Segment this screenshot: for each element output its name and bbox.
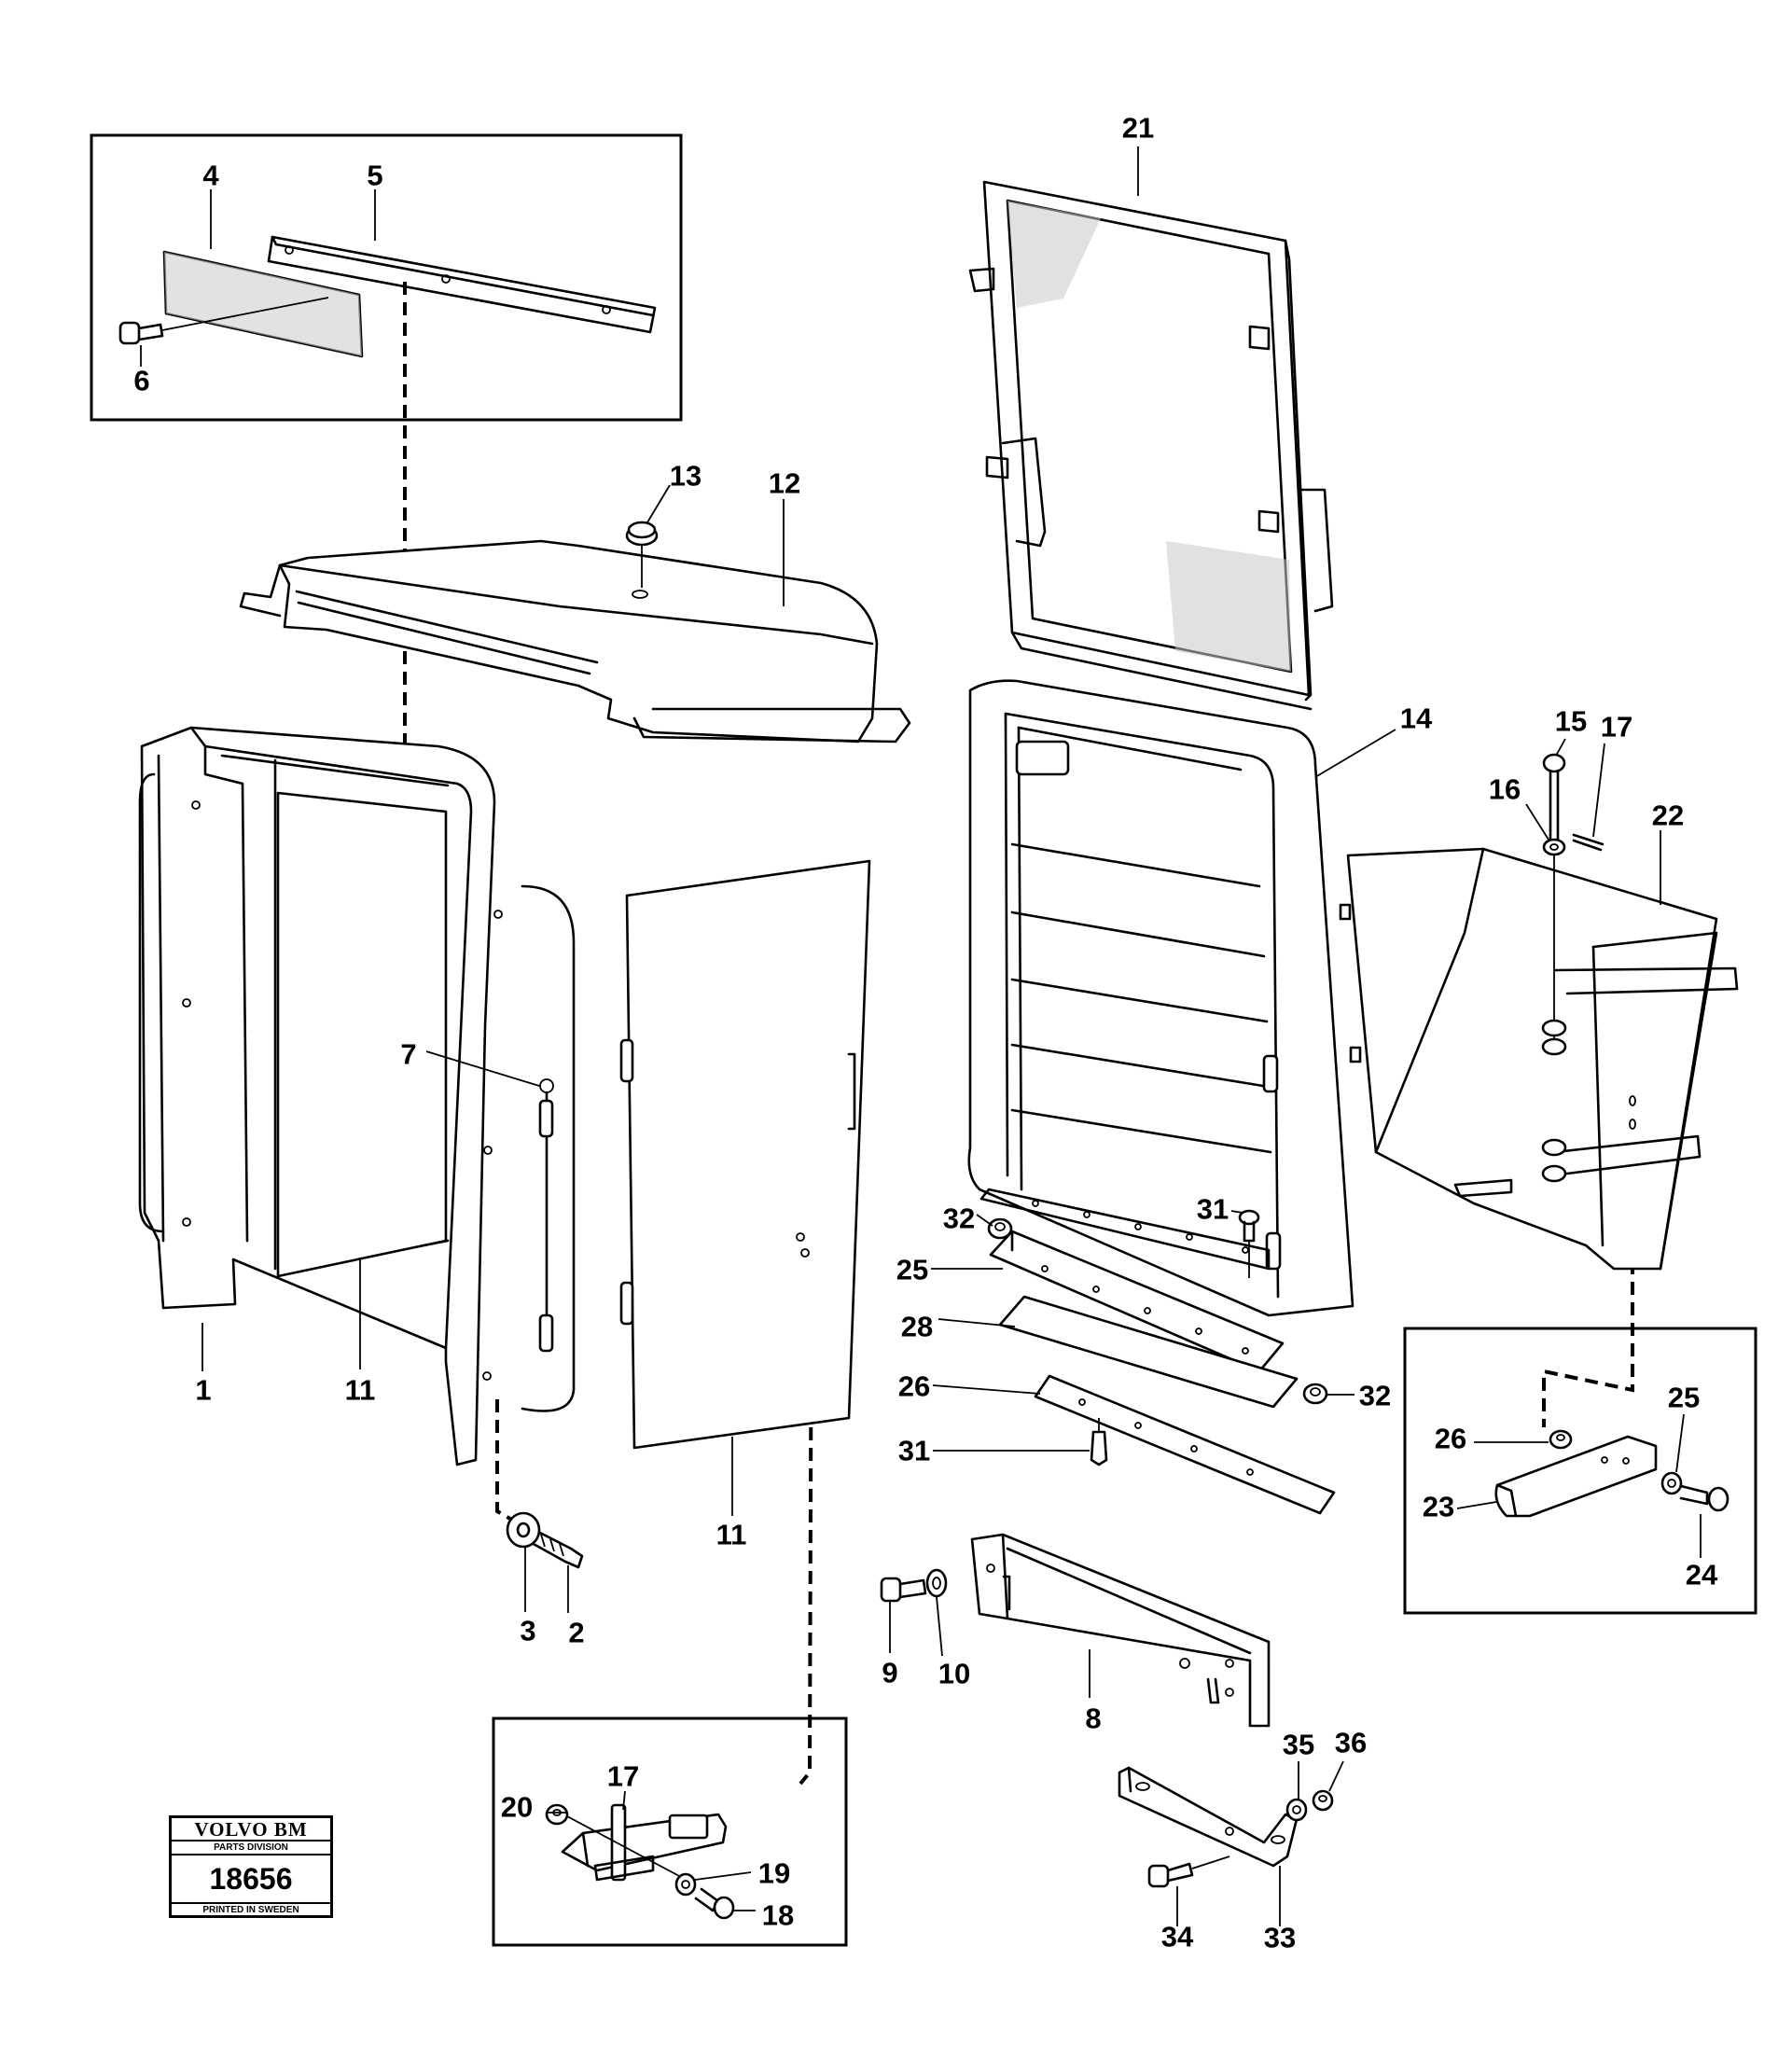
callout-3: 3 xyxy=(520,1614,536,1647)
callout-19: 18 xyxy=(761,1898,795,1932)
callout-6: 6 xyxy=(133,364,150,397)
callout-12: 12 xyxy=(768,466,801,500)
clip-part-24 xyxy=(1494,1435,1658,1518)
nut-part-36 xyxy=(1312,1789,1334,1812)
callout-31-bottom: 31 xyxy=(897,1434,931,1467)
stamp-division: PARTS DIVISION xyxy=(172,1840,330,1855)
cotter-pin-part-17 xyxy=(1572,833,1604,852)
callout-32-left: 32 xyxy=(942,1202,976,1235)
bolt-part-31-bottom xyxy=(1090,1418,1108,1466)
bolt-part-34 xyxy=(1147,1855,1230,1888)
volvo-bm-stamp: VOLVO BM PARTS DIVISION 18656 PRINTED IN… xyxy=(169,1815,333,1918)
hinge-washers xyxy=(1541,1019,1636,1183)
stamp-brand: VOLVO BM xyxy=(194,1818,308,1841)
seal-strip-part-30 xyxy=(998,1295,1299,1409)
plate-part-4 xyxy=(162,250,364,358)
grommet-part-13 xyxy=(625,521,659,588)
callout-7: 7 xyxy=(400,1037,417,1071)
callout-5: 5 xyxy=(367,159,383,192)
bolt-part-6 xyxy=(118,297,329,345)
stamp-printed: PRINTED IN SWEDEN xyxy=(172,1902,330,1917)
bolt-part-9 xyxy=(880,1577,927,1603)
callout-25: 24 xyxy=(1685,1558,1718,1591)
callout-23: 22 xyxy=(1651,799,1685,832)
callout-21: 20 xyxy=(500,1790,534,1824)
bolt-part-19 xyxy=(694,1887,735,1920)
callout-15: 15 xyxy=(1554,704,1588,738)
detail-box-top-left xyxy=(90,133,683,422)
bolt-part-25 xyxy=(1679,1484,1729,1512)
detail-box-right xyxy=(1403,1327,1757,1615)
callout-9: 9 xyxy=(882,1656,898,1689)
washer-part-35 xyxy=(1285,1798,1308,1822)
grille-part-14 xyxy=(967,679,1354,1317)
washer-part-16 xyxy=(1542,838,1566,856)
washer-part-26 xyxy=(1660,1471,1683,1495)
callout-11-right: 11 xyxy=(715,1518,747,1551)
stamp-number: 18656 xyxy=(209,1862,293,1896)
callout-32-right: 32 xyxy=(1358,1379,1392,1412)
callout-17: 17 xyxy=(1600,710,1633,744)
bracket-part-33 xyxy=(1118,1766,1299,1868)
washer-part-10 xyxy=(925,1568,948,1598)
bolt-part-31-top xyxy=(1238,1209,1260,1278)
callout-10: 10 xyxy=(938,1657,971,1690)
callout-13: 13 xyxy=(669,459,702,493)
nut-part-27 xyxy=(1549,1429,1573,1450)
callout-16: 16 xyxy=(1488,772,1521,806)
callout-36: 36 xyxy=(1334,1726,1368,1759)
callout-26: 25 xyxy=(1667,1381,1701,1414)
callout-30: 28 xyxy=(900,1310,934,1343)
nut-part-32-left xyxy=(987,1217,1013,1240)
leader-lines xyxy=(140,146,1702,1926)
callout-33: 33 xyxy=(1263,1921,1297,1954)
callout-4: 4 xyxy=(202,159,219,192)
callout-1: 1 xyxy=(195,1373,212,1407)
callout-35: 35 xyxy=(1282,1728,1315,1761)
callout-11-left: 11 xyxy=(344,1373,376,1407)
pin-part-15 xyxy=(1542,753,1566,1054)
top-cover-part-12 xyxy=(239,539,911,744)
screen-part-22 xyxy=(968,180,1334,711)
washer-part-3 xyxy=(506,1511,541,1549)
callout-8: 8 xyxy=(1085,1702,1102,1735)
panel-part-11-left xyxy=(276,791,448,1278)
bracket-part-8 xyxy=(970,1533,1271,1728)
nut-part-32-right xyxy=(1302,1383,1328,1405)
callout-14: 14 xyxy=(1399,702,1433,735)
detail-box-bottom xyxy=(492,1716,848,1947)
angle-bar-part-28 xyxy=(989,1230,1285,1373)
callout-22: 21 xyxy=(1121,111,1155,145)
callout-34: 34 xyxy=(1160,1920,1194,1953)
latch-part-18 xyxy=(561,1803,728,1882)
callout-31-top: 31 xyxy=(1196,1192,1229,1226)
panel-part-11-right xyxy=(619,859,871,1450)
callout-27: 26 xyxy=(1434,1422,1467,1455)
washer-part-20 xyxy=(674,1872,697,1897)
callout-29: 26 xyxy=(897,1369,931,1403)
callout-2: 2 xyxy=(568,1616,585,1649)
callout-20: 19 xyxy=(757,1856,791,1890)
tray-part-23 xyxy=(1339,847,1739,1271)
callout-18: 17 xyxy=(606,1759,640,1793)
bar-part-5 xyxy=(267,235,657,334)
callout-28: 25 xyxy=(896,1253,929,1286)
strip-part-29 xyxy=(1034,1374,1336,1515)
callout-24: 23 xyxy=(1422,1490,1455,1523)
